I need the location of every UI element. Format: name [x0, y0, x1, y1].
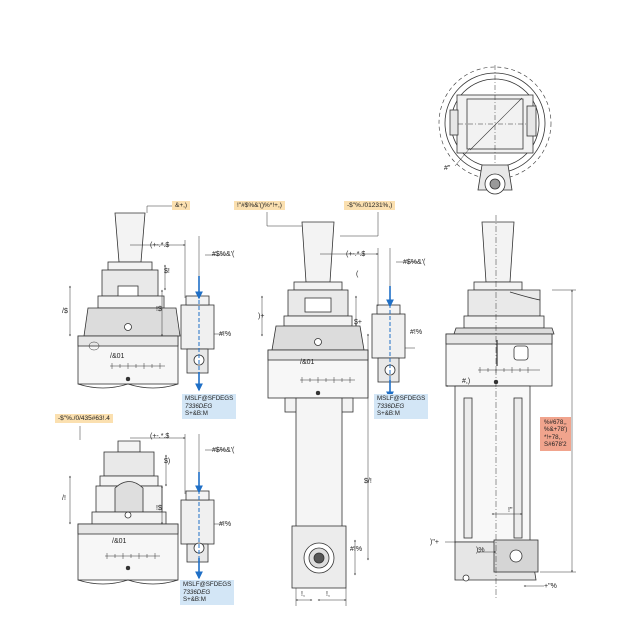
v4-bottom-label: +"% [544, 583, 557, 590]
view-2-holder [267, 221, 406, 589]
tool-setter-callout-3-line-3: S+&B:M [183, 596, 206, 604]
callout-mid-left: -$"%./0/435#63!.4 [55, 414, 113, 423]
view-1-holder [77, 212, 215, 389]
callout-right-note-line-4: S#678'2 [544, 441, 567, 449]
v2-bottom-label: #!% [350, 546, 363, 553]
callout-right-note: %#678,, %&+78') *!+78,, S#678'2 [540, 417, 572, 451]
v3-s2-label: !$ [156, 505, 162, 512]
v4-width-label: #,) [462, 378, 471, 385]
v2-brand-label: /&01 [300, 359, 315, 366]
v2-face-label: #!% [410, 329, 423, 336]
v1-s2-label: !$ [156, 306, 162, 313]
tool-setter-callout-1-line-3: S+&B:M [185, 410, 208, 418]
view-1-scale [88, 341, 165, 382]
callout-right-note-line-3: *!+78,, [544, 433, 563, 441]
top-view-drawing [438, 65, 552, 195]
v3-s1-label: $) [164, 458, 171, 465]
view-1-dimensions [69, 236, 225, 337]
v1-top-dim-label: (+-.*.$ [150, 242, 170, 249]
tool-setter-callout-2: MSLF@SFDEGS 7336DEG S+&B:M [374, 394, 429, 419]
v1-face-label: #!% [219, 331, 232, 338]
tool-setter-callout-2-line-2: 7336DEG [377, 402, 405, 410]
view-3-holder [77, 440, 215, 585]
view-3-scale [105, 553, 160, 571]
tool-setter-callout-1: MSLF@SFDEGS 7336DEG S+&B:M [182, 394, 237, 419]
v1-right-dim-label: #$%&'( [212, 251, 235, 258]
tool-setter-callout-1-line-1: MSLF@SFDEGS [185, 395, 234, 402]
v2-l-label: ( [356, 271, 359, 278]
v3-s-label: /! [62, 495, 66, 502]
view-4-holder [445, 221, 555, 582]
v2-b2-label: !, [326, 591, 330, 598]
v2-length-label: $/! [364, 478, 372, 485]
tool-setter-callout-3-line-2: 7336DEG [183, 588, 211, 596]
v2-right-dim-label: #$%&'( [403, 259, 426, 266]
v4-left-label: )"+ [430, 539, 439, 546]
v4-mid-label: )% [476, 547, 485, 554]
callout-top-mid: !"#$%&'()%*!+,) [234, 201, 285, 210]
v1-brand-label: /&01 [110, 353, 125, 360]
view-3-dimensions [69, 426, 225, 525]
v2-splus-label: $+ [354, 319, 362, 326]
v2-plus-label: )+ [258, 313, 265, 320]
tool-setter-callout-2-line-3: S+&B:M [377, 410, 400, 418]
v3-brand-label: /&01 [112, 538, 127, 545]
v1-s-label: /$ [62, 308, 68, 315]
v3-top-dim-label: (+-.*.$ [150, 433, 170, 440]
view-4-dimensions [445, 215, 576, 600]
top-view-label: #" [444, 165, 451, 172]
view-2-dimensions [261, 212, 418, 606]
view-2-scale [300, 377, 355, 396]
tool-setter-callout-3-line-1: MSLF@SFDEGS [183, 581, 232, 588]
v1-s1-label: $! [164, 268, 170, 275]
tool-setter-callout-1-line-2: 7336DEG [185, 402, 213, 410]
view-4-scale [478, 367, 540, 385]
callout-top-mid-right: -$"%./01231%,) [344, 201, 396, 210]
v3-right-dim-label: #$%&'( [212, 447, 235, 454]
callout-right-note-line-2: %&+78') [544, 426, 568, 434]
callout-top-left: &+,) [172, 201, 191, 210]
view-1-blue-axis [146, 205, 203, 392]
v3-face-label: #!% [219, 521, 232, 528]
tool-setter-callout-2-line-1: MSLF@SFDEGS [377, 395, 426, 402]
callout-right-note-line-1: %#678,, [544, 419, 567, 426]
v2-top-dim-label: (+-.*.$ [346, 251, 366, 258]
v2-b1-label: !, [301, 591, 305, 598]
v4-bar-label: !" [508, 507, 513, 514]
tool-setter-callout-3: MSLF@SFDEGS 7336DEG S+&B:M [180, 580, 235, 605]
